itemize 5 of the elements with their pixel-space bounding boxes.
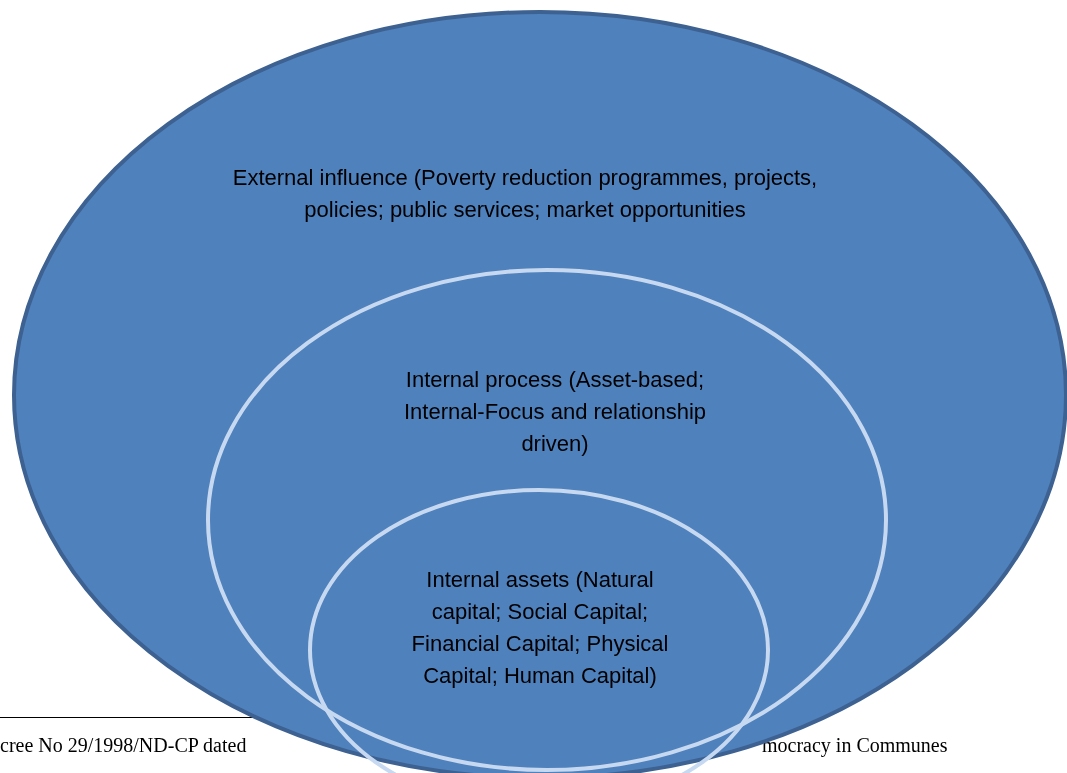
- ellipse-label: External influence (Poverty reduction programmes, projects, policies; public services; market opportunities: [231, 164, 819, 224]
- footnote-text: mocracy in Communes: [762, 734, 948, 757]
- footnote-text: cree No 29/1998/ND-CP dated: [0, 734, 247, 757]
- ellipse-label: Internal process (Asset-based; Internal-Focus and relationship driven): [402, 366, 708, 458]
- ellipse-label: Internal assets (Natural capital; Social Capital; Financial Capital; Physical Capital; Human Capital): [410, 566, 670, 690]
